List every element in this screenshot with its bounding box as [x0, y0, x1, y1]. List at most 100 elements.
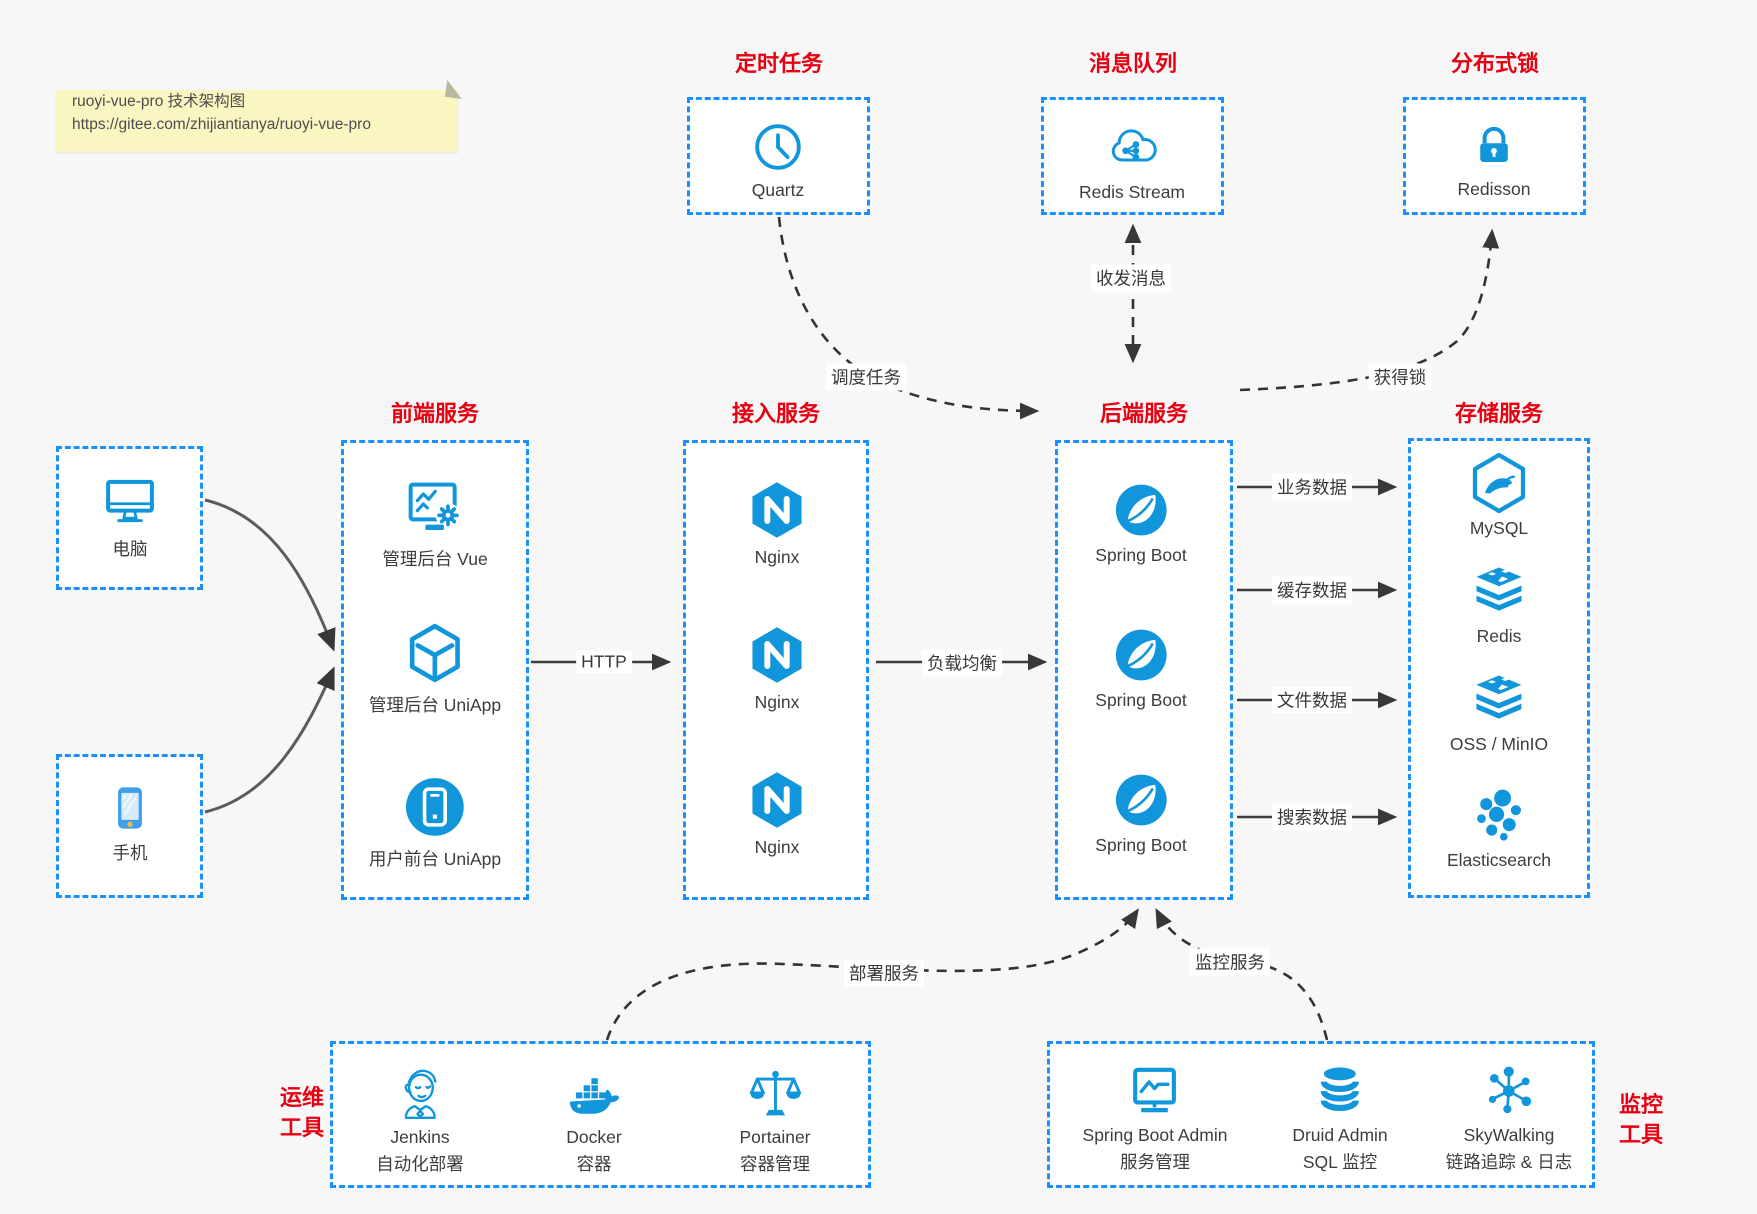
elasticsearch-label: Elasticsearch: [1446, 850, 1552, 870]
redis-stream-node: Redis Stream: [1079, 121, 1185, 203]
sticky-note: ruoyi-vue-pro 技术架构图 https://gitee.com/zh…: [56, 79, 465, 152]
nginx-label: Nginx: [754, 547, 800, 567]
spring-boot-node-1: Spring Boot: [1095, 481, 1187, 566]
edge-label-schedule: 调度任务: [826, 363, 906, 391]
docker-sublabel: 容器: [576, 1154, 612, 1174]
redisson-node: Redisson: [1457, 120, 1531, 200]
mysql-node: MySQL: [1467, 451, 1531, 539]
nginx-node-2: Nginx: [746, 624, 808, 713]
nginx-icon: [746, 479, 808, 541]
edge-label-monitor: 监控服务: [1190, 948, 1270, 976]
nginx-icon: [746, 769, 808, 831]
docker-node: Docker 容器: [563, 1064, 625, 1176]
spring-boot-label: Spring Boot: [1095, 545, 1187, 565]
phone-client-node: 手机: [104, 782, 156, 865]
arrow-schedule: [777, 216, 1040, 420]
arrow-pc-to-frontend: [204, 498, 336, 652]
spring-boot-admin-sublabel: 服务管理: [1119, 1152, 1190, 1172]
arrow-monitor: [1155, 907, 1329, 1041]
admin-uniapp-node: 管理后台 UniApp: [369, 620, 501, 717]
docker-label: Docker: [566, 1127, 622, 1147]
edge-label-search-data: 搜索数据: [1272, 803, 1352, 831]
clock-icon: [751, 120, 805, 174]
druid-admin-node: Druid Admin SQL 监控: [1292, 1062, 1388, 1174]
skywalking-sublabel: 链路追踪 & 日志: [1445, 1152, 1573, 1172]
cloud-share-icon: [1104, 121, 1159, 176]
spring-boot-node-3: Spring Boot: [1095, 771, 1187, 856]
redis-label: Redis: [1476, 626, 1522, 646]
redisson-label: Redisson: [1457, 179, 1531, 199]
redis-icon: [1469, 668, 1529, 728]
group-title-backend: 后端服务: [1099, 401, 1189, 426]
user-uniapp-node: 用户前台 UniApp: [369, 774, 501, 871]
skywalking-label: SkyWalking: [1463, 1125, 1555, 1145]
desktop-icon: [100, 470, 160, 530]
druid-admin-sublabel: SQL 监控: [1302, 1152, 1378, 1172]
admin-vue-icon: [403, 476, 467, 540]
mysql-label: MySQL: [1469, 518, 1529, 538]
group-title-storage: 存储服务: [1454, 401, 1544, 426]
note-url: https://gitee.com/zhijiantianya/ruoyi-vu…: [72, 116, 371, 133]
note-fold-corner: [444, 79, 465, 100]
note-title: ruoyi-vue-pro 技术架构图: [72, 93, 246, 110]
nginx-label: Nginx: [754, 837, 800, 857]
edge-label-message: 收发消息: [1091, 264, 1171, 292]
portainer-sublabel: 容器管理: [739, 1154, 810, 1174]
lock-icon: [1468, 120, 1521, 173]
arrow-phone-to-frontend: [204, 666, 335, 814]
quartz-label: Quartz: [751, 180, 805, 200]
monitor-tools-side-label: 监控 工具: [1618, 1092, 1664, 1147]
docker-icon: [563, 1064, 625, 1126]
group-title-message-queue: 消息队列: [1088, 51, 1178, 76]
admin-uniapp-label: 管理后台 UniApp: [368, 695, 502, 715]
edge-label-deploy: 部署服务: [844, 959, 924, 987]
portainer-icon: [746, 1064, 804, 1122]
redis-stream-label: Redis Stream: [1078, 182, 1186, 202]
redis-icon: [1469, 560, 1529, 620]
edge-label-http: HTTP: [576, 650, 632, 674]
nginx-label: Nginx: [754, 692, 800, 712]
pc-client-node: 电脑: [100, 470, 160, 561]
uniapp-cube-icon: [402, 620, 468, 686]
spring-boot-label: Spring Boot: [1095, 835, 1187, 855]
group-title-frontend: 前端服务: [390, 401, 480, 426]
redis-node: Redis: [1469, 560, 1529, 647]
mysql-icon: [1467, 451, 1531, 515]
group-title-gateway: 接入服务: [731, 401, 821, 426]
spring-boot-admin-node: Spring Boot Admin 服务管理: [1083, 1062, 1227, 1174]
quartz-node: Quartz: [751, 120, 805, 201]
spring-boot-icon: [1112, 626, 1170, 684]
oss-minio-node: OSS / MinIO: [1450, 668, 1548, 755]
nginx-node-1: Nginx: [746, 479, 808, 568]
nginx-node-3: Nginx: [746, 769, 808, 858]
group-title-scheduled-tasks: 定时任务: [734, 51, 824, 76]
edge-label-load-balance: 负载均衡: [922, 649, 1002, 677]
scheduled-task-box: [687, 97, 870, 215]
spring-boot-node-2: Spring Boot: [1095, 626, 1187, 711]
edge-label-business-data: 业务数据: [1272, 473, 1352, 501]
group-title-distributed-lock: 分布式锁: [1450, 51, 1540, 76]
elasticsearch-node: Elasticsearch: [1447, 786, 1551, 871]
user-uniapp-label: 用户前台 UniApp: [368, 849, 502, 869]
druid-icon: [1311, 1062, 1368, 1119]
portainer-label: Portainer: [739, 1127, 811, 1147]
spring-boot-admin-icon: [1126, 1062, 1184, 1120]
edge-label-cache-data: 缓存数据: [1272, 576, 1352, 604]
jenkins-icon: [390, 1064, 450, 1124]
phone-label: 手机: [112, 843, 148, 863]
skywalking-node: SkyWalking 链路追踪 & 日志: [1446, 1062, 1572, 1174]
spring-boot-label: Spring Boot: [1095, 690, 1187, 710]
ops-tools-side-label: 运维 工具: [279, 1085, 325, 1140]
spring-boot-icon: [1112, 771, 1170, 829]
admin-vue-label: 管理后台 Vue: [382, 549, 488, 569]
jenkins-label: Jenkins: [390, 1127, 450, 1147]
elasticsearch-icon: [1470, 786, 1528, 844]
edge-label-file-data: 文件数据: [1272, 686, 1352, 714]
oss-minio-label: OSS / MinIO: [1449, 734, 1549, 754]
portainer-node: Portainer 容器管理: [739, 1064, 811, 1176]
smartphone-icon: [104, 782, 156, 834]
pc-label: 电脑: [112, 539, 148, 559]
admin-vue-node: 管理后台 Vue: [382, 476, 488, 571]
jenkins-sublabel: 自动化部署: [376, 1154, 464, 1174]
